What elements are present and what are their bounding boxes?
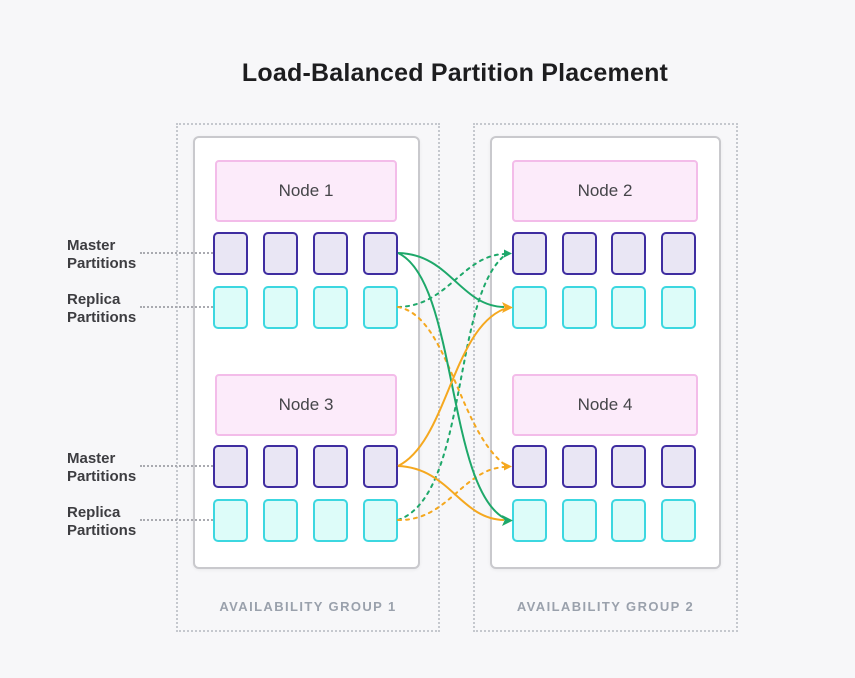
replica-partition [512,286,547,329]
leader-line [140,252,213,254]
master-partition [363,445,398,488]
label-line: Partitions [67,468,137,485]
master-partition [313,232,348,275]
replica-partition [363,499,398,542]
availability-group-1-caption: AVAILABILITY GROUP 1 [219,599,397,614]
node-2-master-row [512,232,696,275]
replica-partition [313,499,348,542]
diagram-title: Load-Balanced Partition Placement [241,59,669,87]
node-3-replica-row [213,499,398,542]
replica-partition [213,499,248,542]
replica-partition [611,286,647,329]
label-line: Master [67,450,116,467]
replica-partition [611,499,647,542]
label-line: Partitions [67,255,137,272]
leader-line [140,306,213,308]
replica-partition [213,286,248,329]
node-1-master-row [213,232,398,275]
node-2-header: Node 2 [512,160,698,222]
node-3-replica-label: Replica Partitions [67,504,167,540]
replica-partition [660,286,696,329]
master-partition [263,232,298,275]
node-3-master-label: Master Partitions [67,450,167,486]
master-partition [561,445,597,488]
node-3-master-row [213,445,398,488]
node-4-master-row [512,445,696,488]
replica-partition [512,499,547,542]
leader-line [140,465,213,467]
replica-partition [561,286,597,329]
node-1-master-label: Master Partitions [67,237,167,273]
availability-group-2-caption: AVAILABILITY GROUP 2 [516,599,695,614]
leader-line [140,519,213,521]
label-line: Replica [67,291,121,308]
master-partition [213,232,248,275]
replica-partition [263,499,298,542]
node-1-replica-row [213,286,398,329]
master-partition [660,232,696,275]
label-line: Partitions [67,309,137,326]
master-partition [263,445,298,488]
master-partition [660,445,696,488]
master-partition [611,232,647,275]
node-4-replica-row [512,499,696,542]
label-line: Master [67,237,116,254]
master-partition [561,232,597,275]
replica-partition [561,499,597,542]
node-3-header: Node 3 [215,374,397,436]
master-partition [512,445,547,488]
node-1-header: Node 1 [215,160,397,222]
replica-partition [313,286,348,329]
replica-partition [363,286,398,329]
master-partition [213,445,248,488]
node-2-replica-row [512,286,696,329]
replica-partition [263,286,298,329]
label-line: Partitions [67,522,137,539]
node-4-header: Node 4 [512,374,698,436]
master-partition [512,232,547,275]
node-1-replica-label: Replica Partitions [67,291,167,327]
master-partition [313,445,348,488]
label-line: Replica [67,504,121,521]
master-partition [363,232,398,275]
replica-partition [660,499,696,542]
master-partition [611,445,647,488]
